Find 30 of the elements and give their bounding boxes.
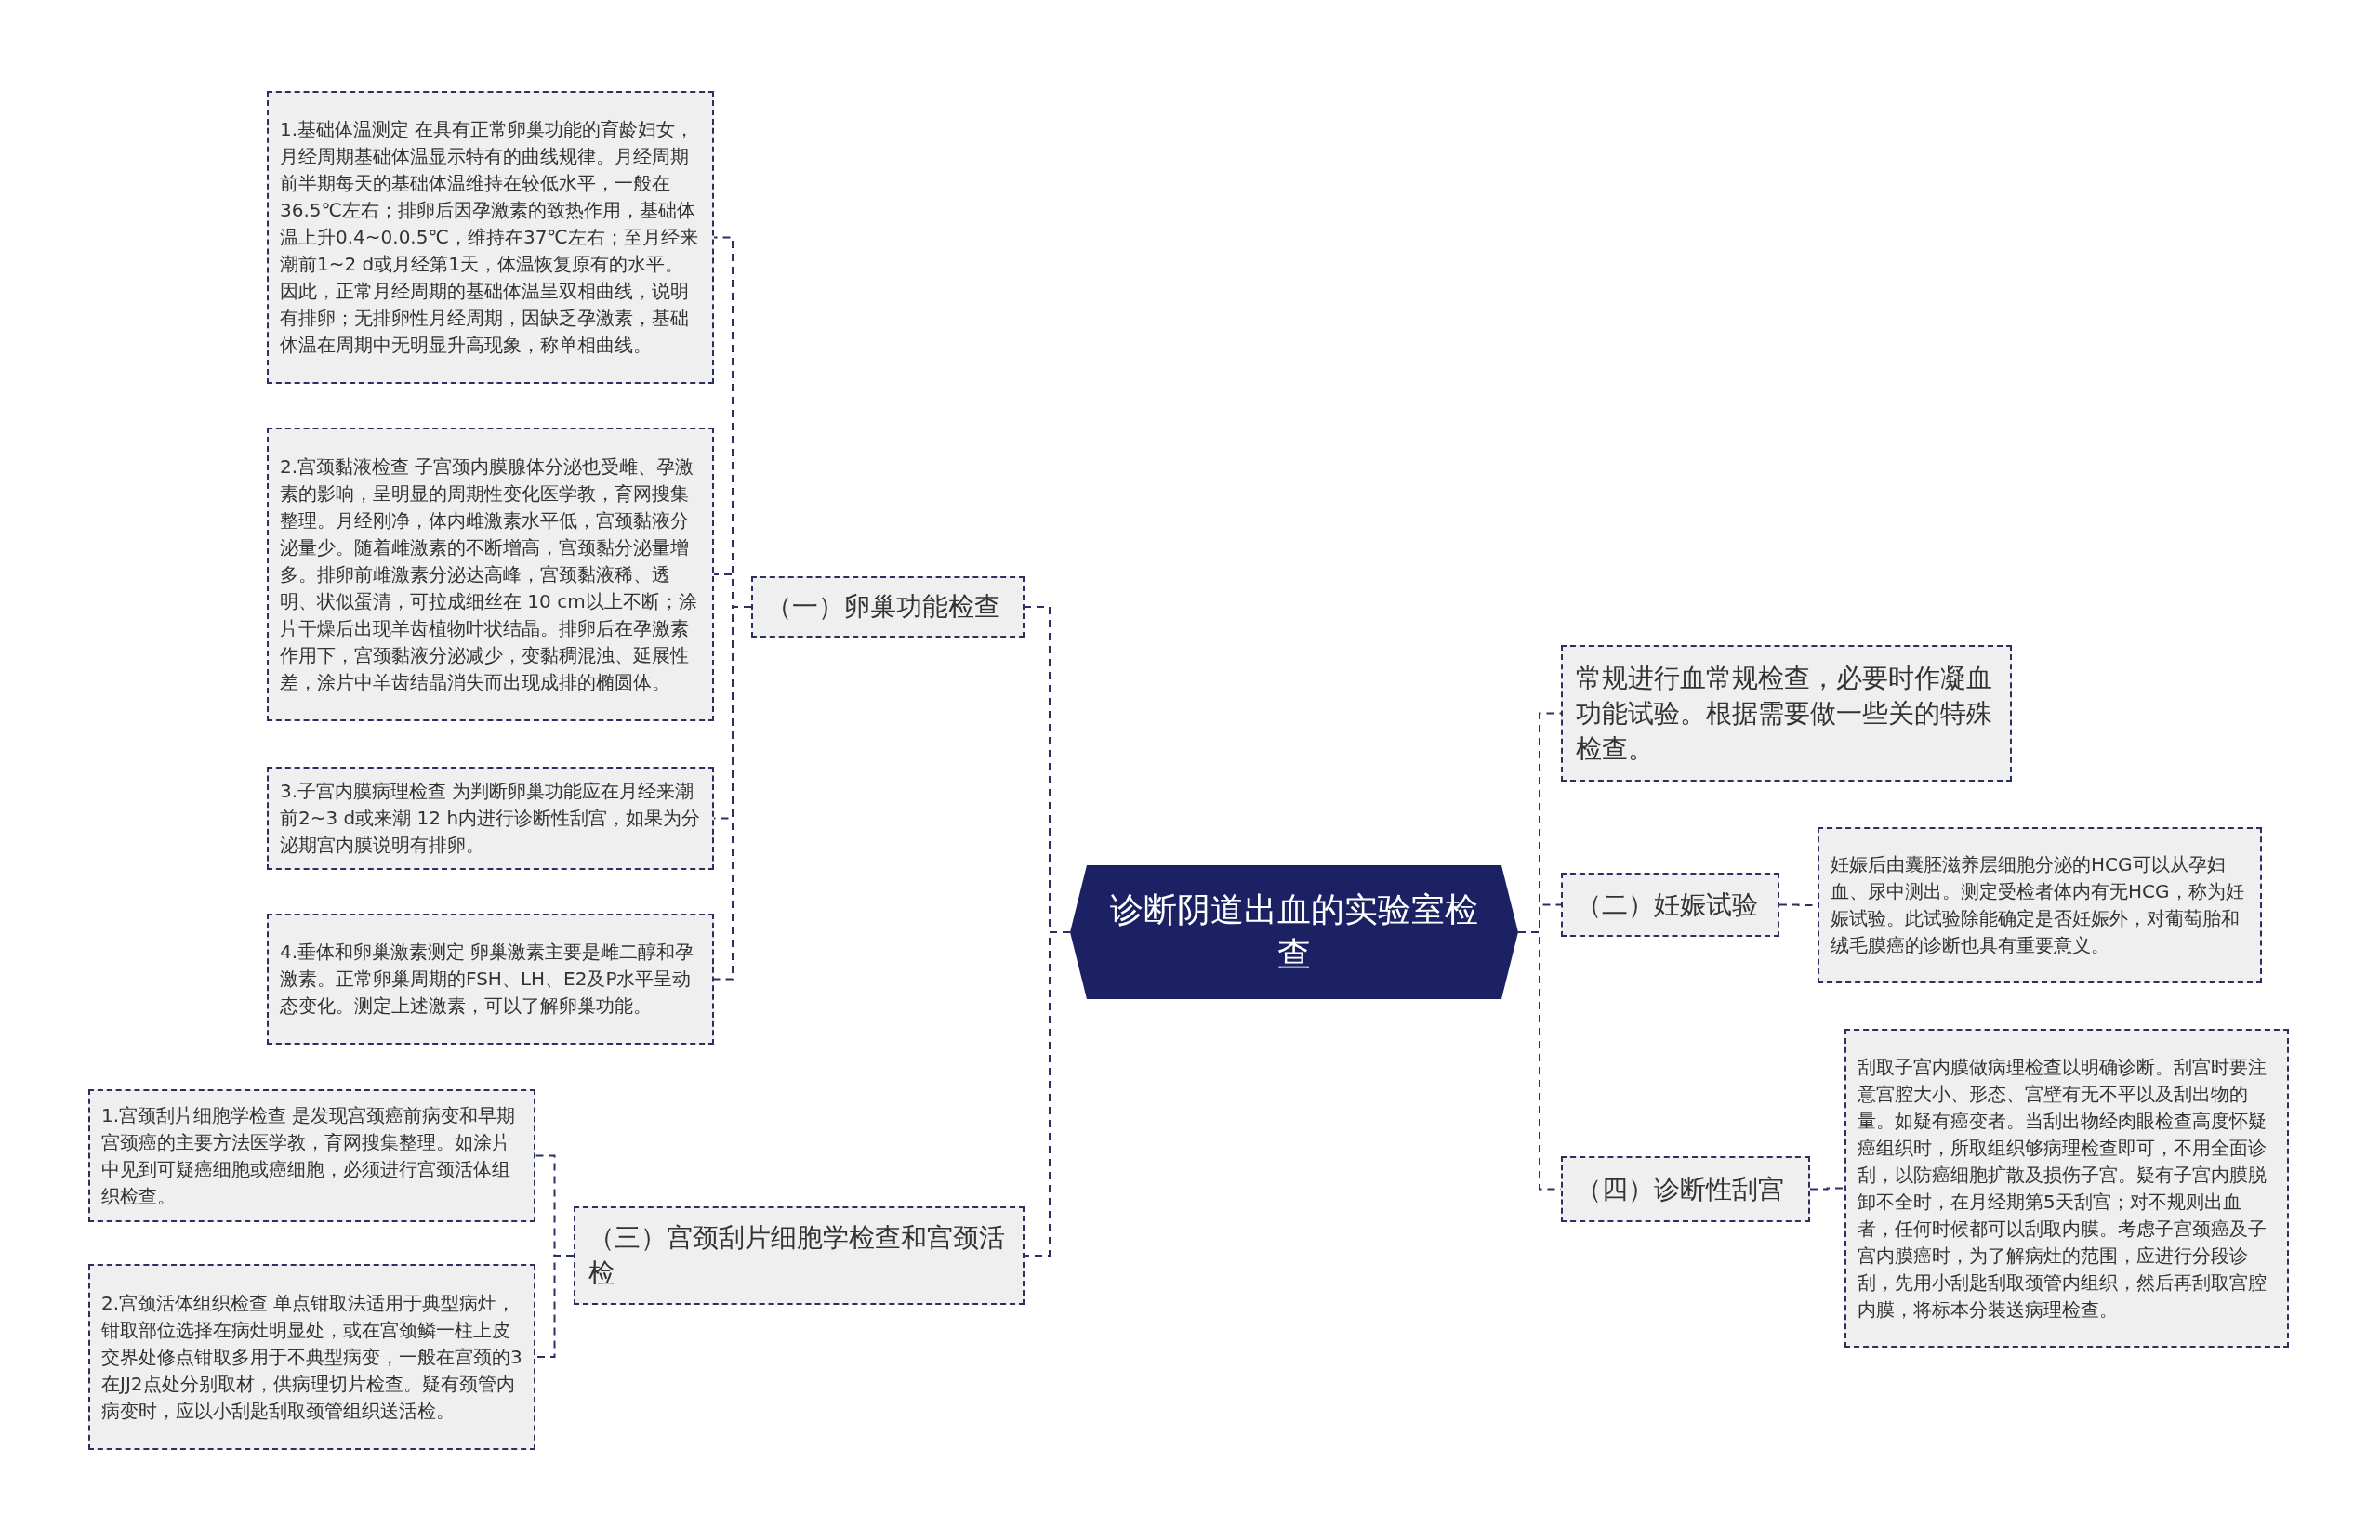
note-text: 2.宫颈活体组织检查 单点钳取法适用于典型病灶，钳取部位选择在病灶明显处，或在宫颈鳞一柱上皮交界处修点钳取多用于不典型病变，一般在宫颈的3在JJ2点处分别取材，供病理切片检查。疑有颈管内病变时，应以小刮匙刮取颈管组织送活检。 [101,1290,522,1424]
connector-line [1809,1187,1845,1191]
topic-box [1561,1156,1810,1222]
topic-label: （二）妊娠试验 [1576,888,1758,922]
note-box [88,1089,536,1222]
topic-box [1561,645,2012,782]
note-text: 1.宫颈刮片细胞学检查 是发现宫颈癌前病变和早期宫颈癌的主要方法医学教，育网搜集整理。如涂片中见到可疑癌细胞或癌细胞，必须进行宫颈活体组织检查。 [101,1102,517,1209]
topic-box [1561,873,1779,937]
note-box [267,428,714,721]
connector-line [535,1255,575,1358]
note-text: 4.垂体和卵巢激素测定 卵巢激素主要是雌二醇和孕激素。正常卵巢周期的FSH、LH、E2及P水平呈动态变化。测定上述激素，可以了解卵巢功能。 [280,940,695,1019]
note-text: 3.子宫内膜病理检查 为判断卵巢功能应在月经来潮前2~3 d或来潮 12 h内进行诊断性刮宫，如果为分泌期宫内膜说明有排卵。 [280,779,701,858]
note-box [1844,1029,2289,1348]
note-box [267,914,714,1045]
note-box [88,1264,536,1450]
topic-label: 常规进行血常规检查，必要时作凝血功能试验。根据需要做一些关的特殊检查。 [1576,661,1993,766]
note-box [267,767,714,870]
topic-label: （一）卵巢功能检查 [766,590,1000,624]
note-text: 2.宫颈黏液检查 子宫颈内膜腺体分泌也受雌、孕激素的影响，呈明显的周期性变化医学教，育网搜集整理。月经刚净，体内雌激素水平低，宫颈黏液分泌量少。随着雌激素的不断增高，宫颈黏分泌量增多。排卵前雌激素分泌达高峰，宫颈黏液稀、透明、状似蛋清，可拉成细丝在 10 cm以上不断；涂片干燥后出现羊齿植物叶状结晶。排卵后在孕激素作用下，宫颈黏液分泌减少，变黏稠混浊、延展性差，涂片中羊齿结晶消失而出现成排的椭圆体。 [280,454,698,695]
topic-box [574,1206,1025,1305]
note-box [267,91,714,384]
note-text: 1.基础体温测定 在具有正常卵巢功能的育龄妇女，月经周期基础体温显示特有的曲线规律。月经周期前半期每天的基础体温维持在较低水平，一般在36.5℃左右；排卵后因孕激素的致热作用，基础体温上升0.4~0.0.5℃，维持在37℃左右；至月经来潮前1~2 d或月经第1天，体温恢复原有的水平。因此，正常月经周期的基础体温呈双相曲线，说明有排卵；无排卵性月经周期，因缺乏孕激素，基础体温在周期中无明显升高现象，称单相曲线。 [280,117,699,358]
topic-label: （三）宫颈刮片细胞学检查和宫颈活检 [588,1221,1006,1290]
note-text: 妊娠后由囊胚滋养层细胞分泌的HCG可以从孕妇血、尿中测出。测定受检者体内有无HCG，称为妊娠试验。此试验除能确定是否妊娠外，对葡萄胎和绒毛膜癌的诊断也具有重要意义。 [1831,852,2245,958]
note-box [1818,827,2262,983]
topic-box [751,576,1025,638]
topic-hexagon [1070,865,1518,999]
note-text: 刮取子宫内膜做病理检查以明确诊断。刮宫时要注意宫腔大小、形态、宫壁有无不平以及刮出物的量。如疑有癌变者。当刮出物经肉眼检查高度怀疑癌组织时，所取组织够病理检查即可，不用全面诊刮，以防癌细胞扩散及损伤子宫。疑有子宫内膜脱卸不全时，在月经期第5天刮宫；对不规则出血者，任何时候都可以刮取内膜。考虑子宫颈癌及子宫内膜癌时，为了解病灶的范围，应进行分段诊刮，先用小刮匙刮取颈管内组织，然后再刮取宫腔内膜，将标本分装送病理检查。 [1858,1054,2268,1323]
topic-label: 诊断阴道出血的实验室检查 [1109,889,1479,975]
topic-label: （四）诊断性刮宫 [1576,1172,1784,1206]
